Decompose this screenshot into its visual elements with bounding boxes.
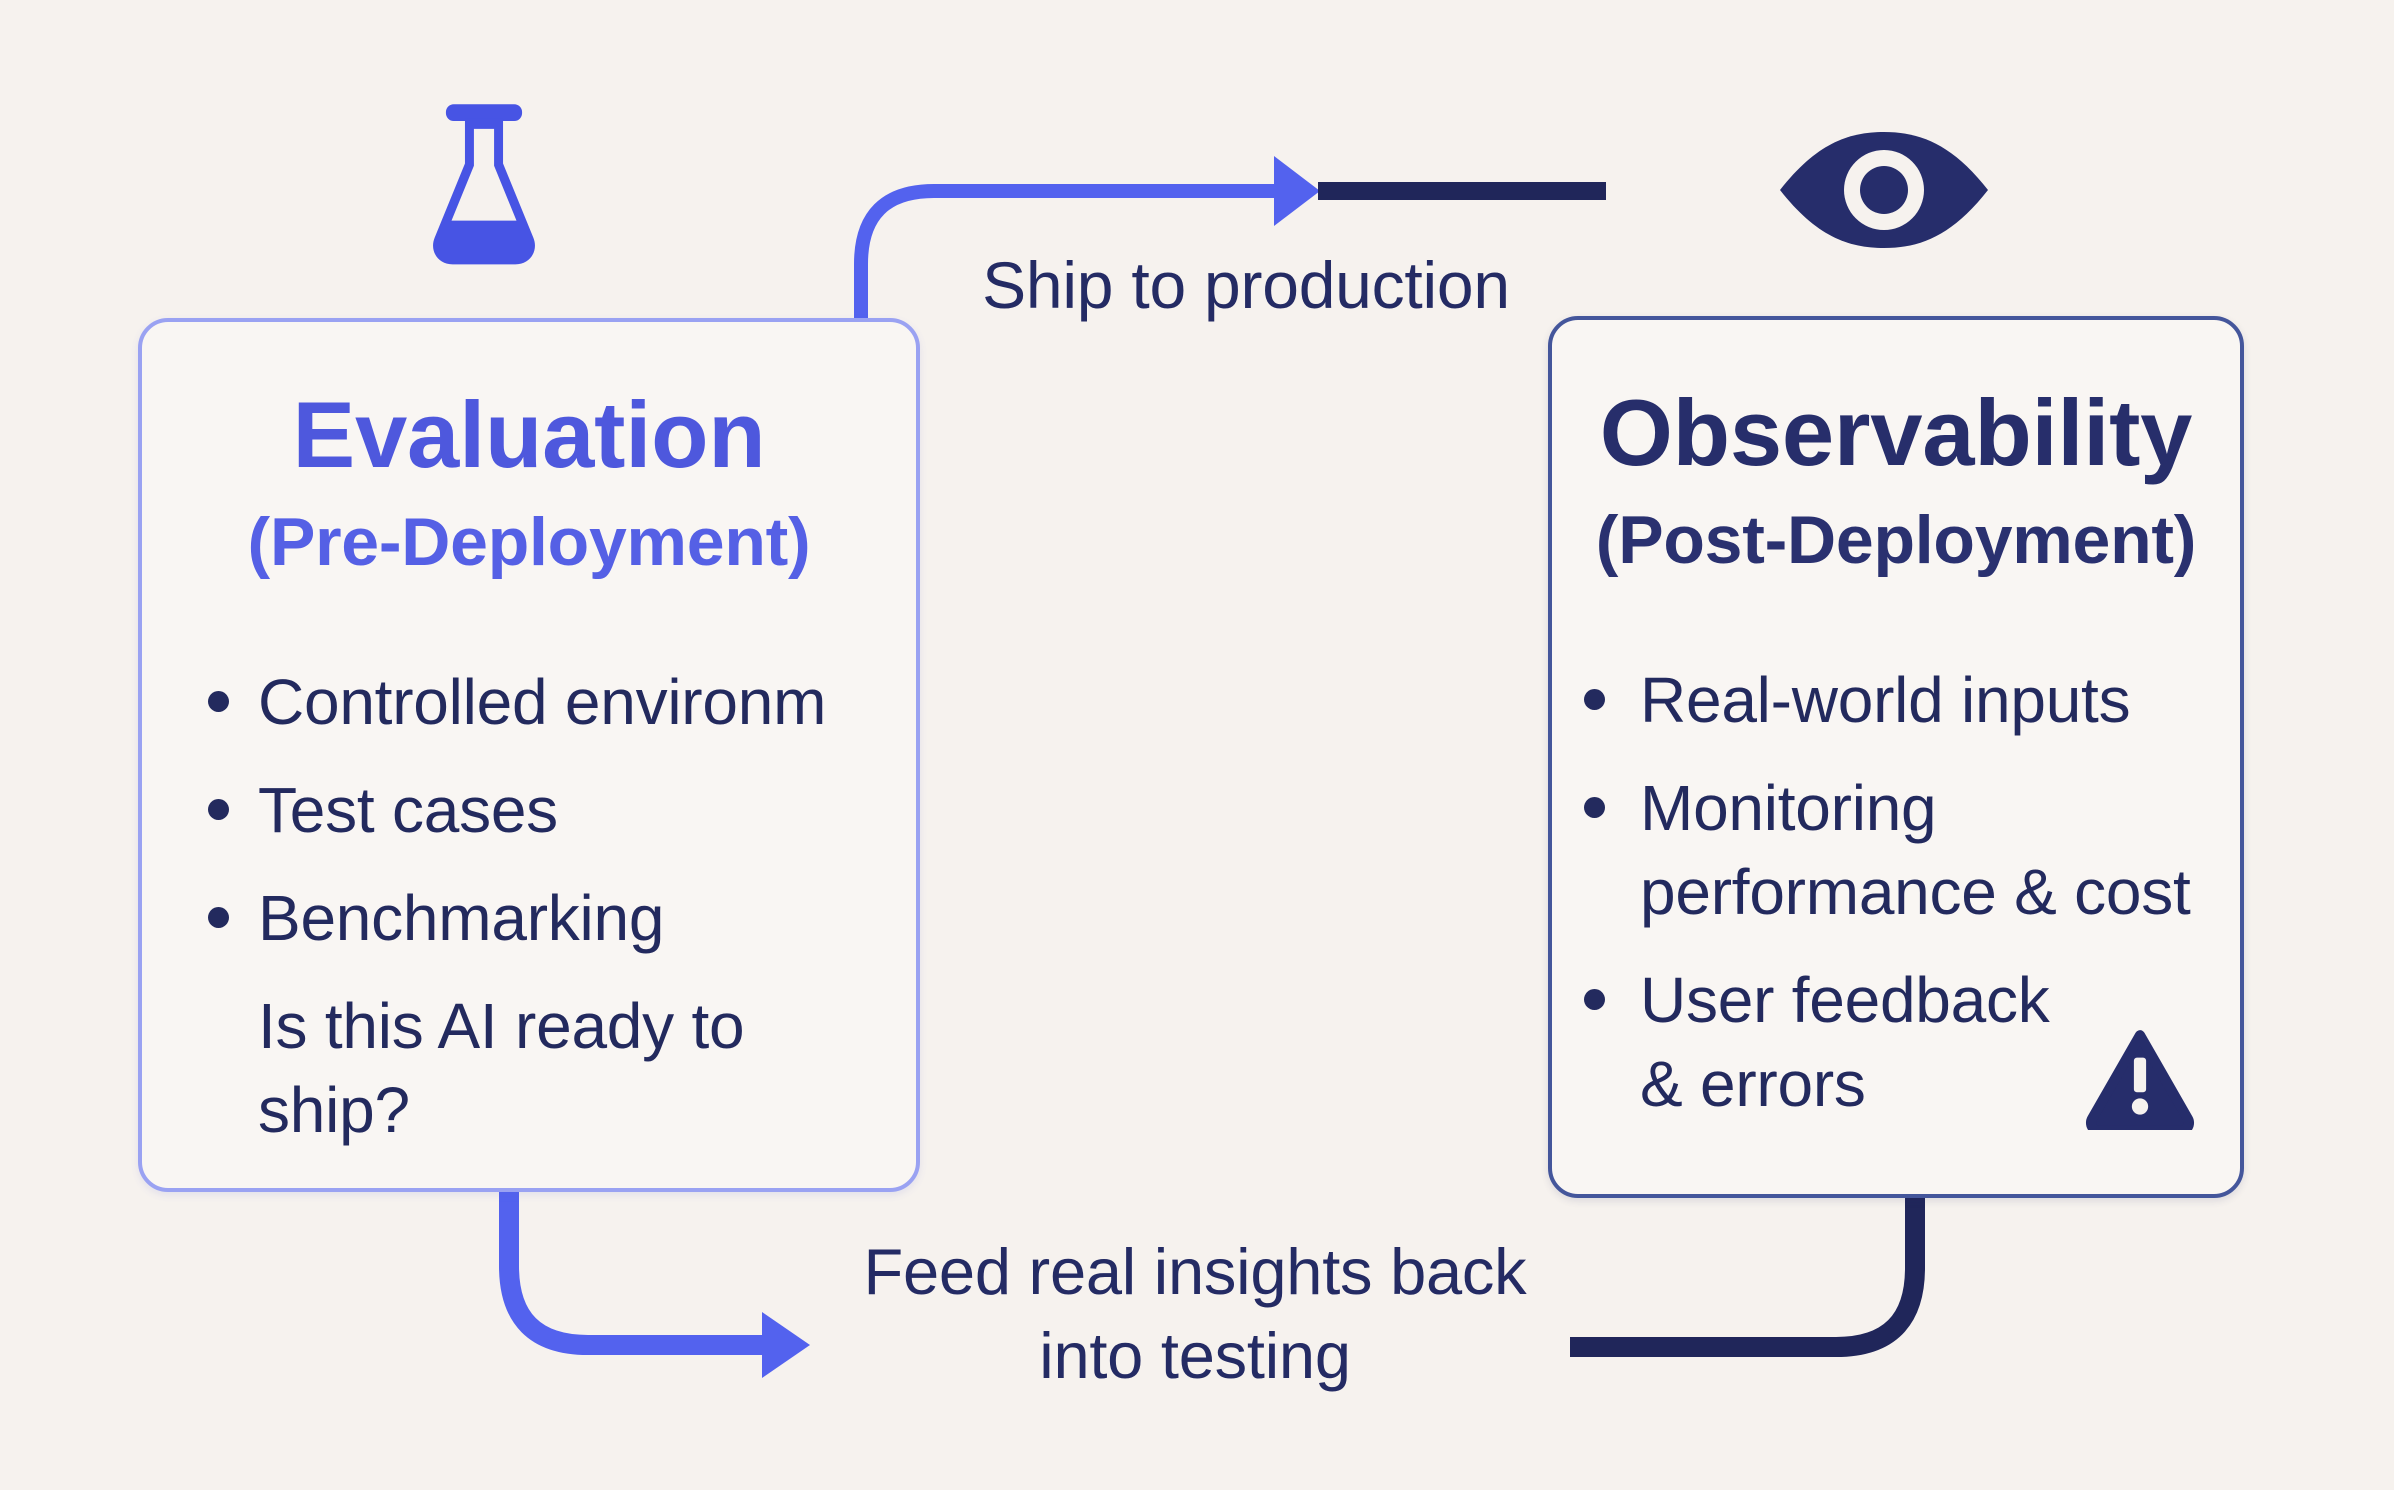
evaluation-subtitle: (Pre-Deployment) [247, 504, 811, 580]
list-item: Benchmarking [142, 876, 916, 960]
bullet-text: User feedback & errors [1640, 964, 2050, 1120]
bullet-dot-icon [208, 691, 229, 712]
bullet-dot-icon [1584, 797, 1605, 818]
evaluation-title: Evaluation [292, 382, 766, 487]
feed-insights-line2: into testing [1039, 1319, 1351, 1392]
bullet-text: Real-world inputs [1640, 664, 2131, 736]
list-item: Test cases [142, 768, 916, 852]
bullet-text: Benchmarking [258, 882, 665, 954]
feed-arrow-purple-elbow [499, 1190, 764, 1355]
list-item: User feedback & errors [1552, 958, 2240, 1126]
observability-subtitle: (Post-Deployment) [1595, 502, 2197, 578]
evaluation-body: Controlled environm Test cases Benchmark… [142, 660, 916, 1152]
ship-arrow-purple-elbow [854, 184, 1276, 326]
bullet-dot-icon [208, 907, 229, 928]
evaluation-card: Evaluation (Pre-Deployment) Controlled e… [138, 318, 920, 1192]
list-item: Monitoring performance & cost [1552, 766, 2240, 934]
list-item: Controlled environm [142, 660, 916, 744]
bullet-dot-icon [1584, 989, 1605, 1010]
ship-arrowhead [1274, 156, 1320, 226]
feed-arrowhead [762, 1312, 810, 1378]
observability-card: Observability (Post-Deployment) Real-wor… [1548, 316, 2244, 1198]
observability-body: Real-world inputs Monitoring performance… [1552, 658, 2240, 1150]
ship-to-production-label: Ship to production [982, 248, 1510, 322]
list-item: Real-world inputs [1552, 658, 2240, 742]
warning-icon [2084, 1026, 2196, 1137]
flask-icon [428, 102, 540, 280]
feed-insights-line1: Feed real insights back [863, 1235, 1527, 1308]
readiness-question: Is this AI ready to ship? [258, 990, 745, 1146]
evaluation-bullet-list: Controlled environm Test cases Benchmark… [142, 660, 916, 960]
bullet-dot-icon [1584, 689, 1605, 710]
eye-icon [1776, 128, 1992, 252]
observability-bullet-list: Real-world inputs Monitoring performance… [1552, 658, 2240, 1126]
observability-title: Observability [1599, 380, 2193, 485]
bullet-text: Monitoring performance & cost [1640, 772, 2191, 928]
feed-insights-label: Feed real insights back into testing [845, 1230, 1545, 1398]
bullet-dot-icon [208, 799, 229, 820]
bullet-text: Test cases [258, 774, 558, 846]
bullet-text: Controlled environm [258, 666, 827, 738]
feed-line-dark-elbow [1570, 1194, 1925, 1357]
